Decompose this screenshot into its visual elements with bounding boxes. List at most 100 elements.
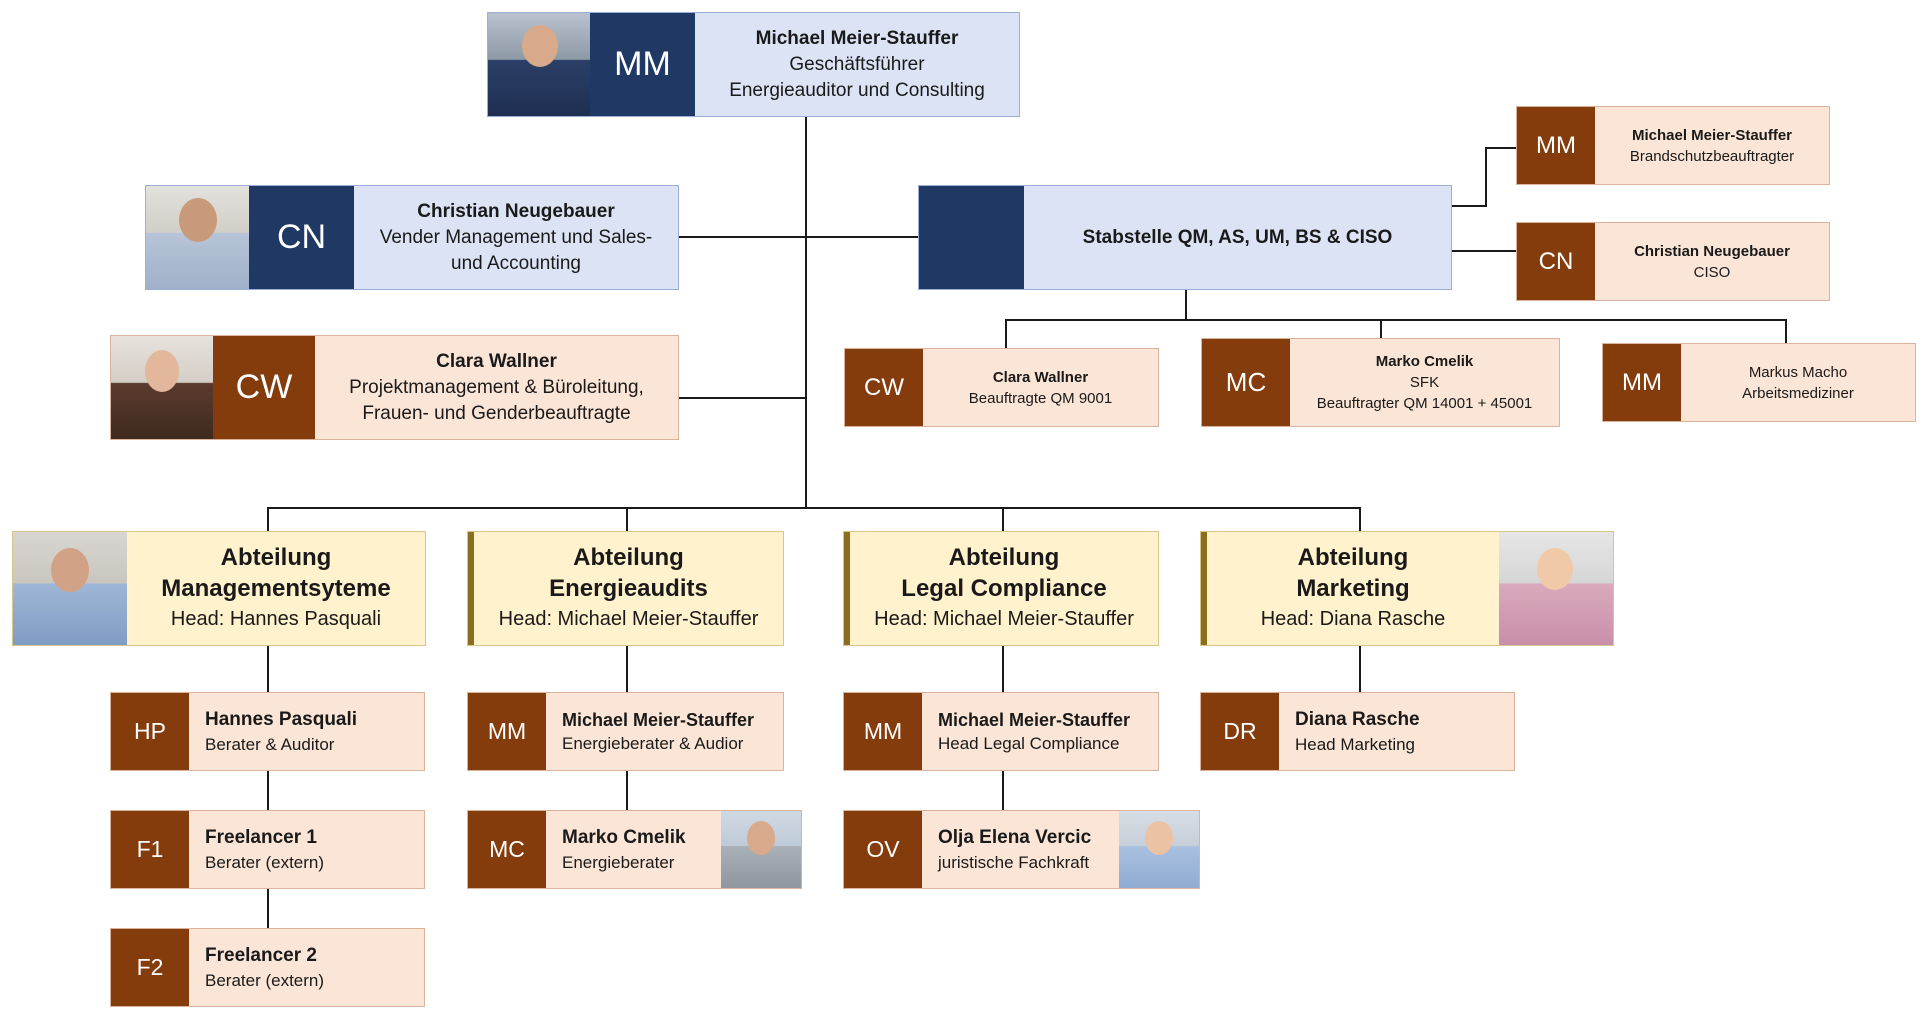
stab-sub-mm-name: Markus Macho bbox=[1748, 363, 1848, 381]
member-dr-name: Diana Rasche bbox=[1295, 708, 1420, 730]
member-card-f1[interactable]: F1 Freelancer 1 Berater (extern) bbox=[110, 810, 425, 889]
member-mm3-text: Michael Meier-Stauffer Head Legal Compli… bbox=[922, 693, 1158, 770]
ceo-card[interactable]: MM Michael Meier-Stauffer Geschäftsführe… bbox=[487, 12, 1020, 117]
dept-card-managementsysteme[interactable]: Abteilung Managementsyteme Head: Hannes … bbox=[12, 531, 426, 646]
stab-side-mm-initials: MM bbox=[1517, 107, 1595, 184]
dept-card-marketing[interactable]: Abteilung Marketing Head: Diana Rasche bbox=[1200, 531, 1614, 646]
member-hp-initials: HP bbox=[111, 693, 189, 770]
ceo-role1: Geschäftsführer bbox=[789, 53, 925, 75]
dept-card-energieaudits[interactable]: Abteilung Energieaudits Head: Michael Me… bbox=[467, 531, 784, 646]
member-ov-photo bbox=[1119, 811, 1199, 888]
member-mm3-initials: MM bbox=[844, 693, 922, 770]
member-card-hp[interactable]: HP Hannes Pasquali Berater & Auditor bbox=[110, 692, 425, 771]
connector-dept1 bbox=[267, 507, 269, 532]
member-f2-role: Berater (extern) bbox=[205, 970, 325, 990]
member-f1-initials: F1 bbox=[111, 811, 189, 888]
cw-role2: Frauen- und Genderbeauftragte bbox=[362, 402, 631, 424]
stab-side-mm-role: Brandschutzbeauftragter bbox=[1629, 147, 1795, 165]
connector-d1-c bbox=[267, 889, 269, 929]
member-f1-role: Berater (extern) bbox=[205, 852, 325, 872]
dept1-text: Abteilung Managementsyteme Head: Hannes … bbox=[127, 532, 425, 645]
connector-d1-a bbox=[267, 646, 269, 692]
stab-sub-card-mm[interactable]: MM Markus Macho Arbeitsmediziner bbox=[1602, 343, 1916, 422]
cw-initials: CW bbox=[213, 336, 315, 439]
member-hp-role: Berater & Auditor bbox=[205, 734, 335, 754]
dept1-photo bbox=[13, 532, 127, 645]
ceo-photo bbox=[488, 13, 590, 116]
cn-text: Christian Neugebauer Vender Management u… bbox=[354, 186, 678, 289]
connector-dept2 bbox=[626, 507, 628, 532]
member-mc-initials: MC bbox=[468, 811, 546, 888]
stab-sub-mm-text: Markus Macho Arbeitsmediziner bbox=[1681, 344, 1915, 421]
member-hp-name: Hannes Pasquali bbox=[205, 708, 358, 730]
member-ov-role: juristische Fachkraft bbox=[938, 852, 1090, 872]
dept2-head: Head: Michael Meier-Stauffer bbox=[498, 608, 759, 630]
member-card-mm-legal[interactable]: MM Michael Meier-Stauffer Head Legal Com… bbox=[843, 692, 1159, 771]
stab-side-cn-initials: CN bbox=[1517, 223, 1595, 300]
dept3-head: Head: Michael Meier-Stauffer bbox=[874, 608, 1134, 630]
stab-side-mm-text: Michael Meier-Stauffer Brandschutzbeauft… bbox=[1595, 107, 1829, 184]
connector-d2-b bbox=[626, 771, 628, 811]
member-mm2-role: Energieberater & Audior bbox=[562, 733, 744, 753]
stab-sub-mc-role: SFK bbox=[1409, 374, 1440, 391]
staff-card-cn[interactable]: CN Christian Neugebauer Vender Managemen… bbox=[145, 185, 679, 290]
stab-sub-cw-name: Clara Wallner bbox=[992, 368, 1089, 386]
member-card-f2[interactable]: F2 Freelancer 2 Berater (extern) bbox=[110, 928, 425, 1007]
dept-card-legal-compliance[interactable]: Abteilung Legal Compliance Head: Michael… bbox=[843, 531, 1159, 646]
stab-side-card-mm[interactable]: MM Michael Meier-Stauffer Brandschutzbea… bbox=[1516, 106, 1830, 185]
stab-sub-mc-name: Marko Cmelik bbox=[1375, 353, 1474, 370]
member-mc-role: Energieberater bbox=[562, 852, 675, 872]
cn-photo bbox=[146, 186, 249, 289]
stab-side-cn-role: CISO bbox=[1693, 263, 1731, 281]
dept1-line1: Abteilung bbox=[220, 544, 332, 571]
stab-sub-card-cw[interactable]: CW Clara Wallner Beauftragte QM 9001 bbox=[844, 348, 1159, 427]
dept4-line1: Abteilung bbox=[1297, 544, 1409, 571]
stab-sub-cw-role: Beauftragte QM 9001 bbox=[968, 389, 1113, 407]
member-card-dr[interactable]: DR Diana Rasche Head Marketing bbox=[1200, 692, 1515, 771]
dept2-accent-bar bbox=[468, 532, 474, 645]
member-f2-text: Freelancer 2 Berater (extern) bbox=[189, 929, 424, 1006]
stabstelle-color-block bbox=[919, 186, 1024, 289]
dept2-line2: Energieaudits bbox=[549, 575, 708, 602]
connector-cn bbox=[678, 236, 920, 238]
connector-stab-down bbox=[1185, 290, 1187, 320]
dept3-line2: Legal Compliance bbox=[901, 575, 1107, 602]
stab-side-card-cn[interactable]: CN Christian Neugebauer CISO bbox=[1516, 222, 1830, 301]
staff-card-cw[interactable]: CW Clara Wallner Projektmanagement & Bür… bbox=[110, 335, 679, 440]
member-dr-role: Head Marketing bbox=[1295, 734, 1416, 754]
cn-initials: CN bbox=[249, 186, 354, 289]
member-mm3-name: Michael Meier-Stauffer bbox=[938, 709, 1131, 730]
connector-stab-sub3 bbox=[1785, 319, 1787, 344]
member-ov-initials: OV bbox=[844, 811, 922, 888]
stab-sub-mm-initials: MM bbox=[1603, 344, 1681, 421]
stabstelle-title: Stabstelle QM, AS, UM, BS & CISO bbox=[1082, 226, 1393, 248]
member-card-ov[interactable]: OV Olja Elena Vercic juristische Fachkra… bbox=[843, 810, 1200, 889]
connector-stab-side-v bbox=[1485, 147, 1487, 207]
stabstelle-card[interactable]: Stabstelle QM, AS, UM, BS & CISO bbox=[918, 185, 1452, 290]
member-mc-name: Marko Cmelik bbox=[562, 826, 686, 848]
member-f1-name: Freelancer 1 bbox=[205, 826, 317, 848]
dept4-head: Head: Diana Rasche bbox=[1260, 608, 1446, 630]
connector-d3-b bbox=[1002, 771, 1004, 811]
connector-stab-sub1 bbox=[1005, 319, 1007, 349]
connector-d4-a bbox=[1359, 646, 1361, 692]
connector-trunk bbox=[805, 117, 807, 509]
connector-cw bbox=[678, 397, 806, 399]
dept2-line1: Abteilung bbox=[573, 544, 684, 571]
member-ov-name: Olja Elena Vercic bbox=[938, 826, 1092, 848]
stab-sub-card-mc[interactable]: MC Marko Cmelik SFK Beauftragter QM 1400… bbox=[1201, 338, 1560, 427]
member-hp-text: Hannes Pasquali Berater & Auditor bbox=[189, 693, 424, 770]
stabstelle-text: Stabstelle QM, AS, UM, BS & CISO bbox=[1024, 186, 1451, 289]
member-card-mc[interactable]: MC Marko Cmelik Energieberater bbox=[467, 810, 802, 889]
connector-stab-sub2 bbox=[1380, 319, 1382, 339]
member-mm2-text: Michael Meier-Stauffer Energieberater & … bbox=[546, 693, 783, 770]
member-mm2-initials: MM bbox=[468, 693, 546, 770]
dept4-text: Abteilung Marketing Head: Diana Rasche bbox=[1207, 532, 1499, 645]
member-card-mm-energie[interactable]: MM Michael Meier-Stauffer Energieberater… bbox=[467, 692, 784, 771]
dept3-accent-bar bbox=[844, 532, 850, 645]
cw-text: Clara Wallner Projektmanagement & Bürole… bbox=[315, 336, 678, 439]
stab-sub-mc-initials: MC bbox=[1202, 339, 1290, 426]
stab-sub-mc-role2: Beauftragter QM 14001 + 45001 bbox=[1316, 395, 1533, 412]
stab-sub-mm-role: Arbeitsmediziner bbox=[1742, 384, 1854, 402]
member-f2-initials: F2 bbox=[111, 929, 189, 1006]
